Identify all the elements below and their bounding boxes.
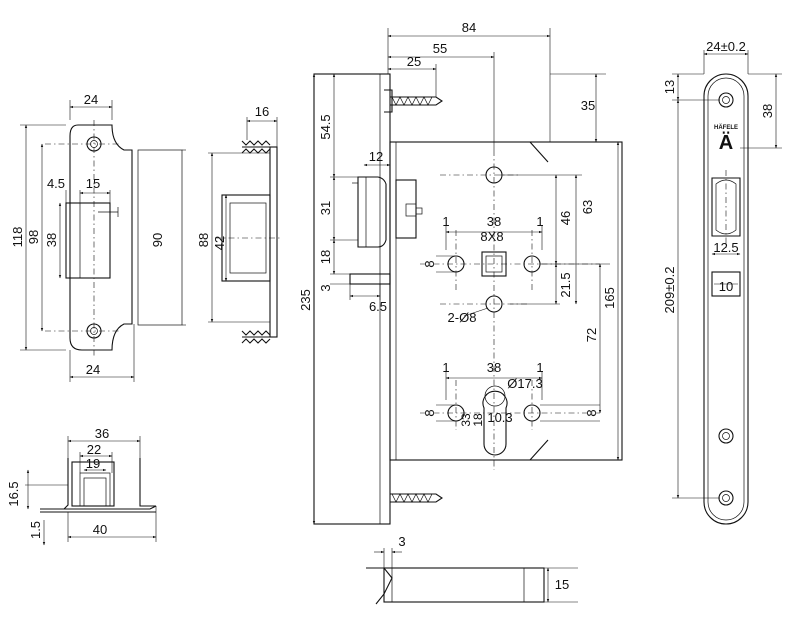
dim-31: 31 [318, 201, 333, 215]
dim-3: 3 [318, 284, 333, 291]
dim-55: 55 [433, 41, 447, 56]
dim-25: 25 [407, 54, 421, 69]
brand-logo: Ä [719, 131, 733, 154]
dim-side-width: 16 [255, 104, 269, 119]
dim-box-19: 19 [86, 456, 100, 471]
faceplate: HÄFELE Ä 24±0.2 13 38 209±0.2 12.5 10 [662, 39, 782, 525]
dim-box-22: 22 [87, 442, 101, 457]
dim-8x8: 8X8 [480, 229, 503, 244]
brand-text: HÄFELE [714, 124, 738, 131]
dim-18b: 18 [471, 413, 485, 427]
dim-lower-38: 38 [487, 360, 501, 375]
dim-box-36: 36 [95, 426, 109, 441]
dim-upper-1b: 1 [536, 214, 543, 229]
dim-10-3: 10.3 [487, 410, 512, 425]
dim-54-5: 54.5 [318, 114, 333, 139]
dim-latch-15: 15 [555, 577, 569, 592]
dim-18: 18 [318, 250, 333, 264]
dim-17-3: Ø17.3 [507, 376, 542, 391]
dim-12: 12 [369, 149, 383, 164]
dim-top-width: 24 [84, 92, 98, 107]
dim-21-5: 21.5 [558, 272, 573, 297]
strike-box-section: 36 22 19 16.5 1.5 40 [6, 426, 157, 546]
dim-face-sq: 10 [719, 279, 733, 294]
dim-upper-38: 38 [487, 214, 501, 229]
dim-165: 165 [602, 287, 617, 309]
dim-box-40: 40 [93, 522, 107, 537]
dim-height-hole: 98 [26, 230, 41, 244]
lock-body: 84 55 25 35 46 63 165 21.5 72 54.5 12 [298, 20, 623, 525]
dim-2-holes: 2-Ø8 [448, 310, 477, 325]
dim-side-height: 88 [196, 233, 211, 247]
dim-84: 84 [462, 20, 476, 35]
dim-235: 235 [298, 289, 313, 311]
dim-box-1-5: 1.5 [28, 521, 43, 539]
dim-face-slot: 12.5 [713, 240, 738, 255]
dim-lower-1a: 1 [442, 360, 449, 375]
dim-opening-width: 15 [86, 176, 100, 191]
dim-8b: 8 [422, 409, 437, 416]
dim-face-38: 38 [760, 104, 775, 118]
strike-plate-side: 16 88 42 [196, 104, 282, 344]
dim-35: 35 [581, 98, 595, 113]
dim-face-length: 209±0.2 [662, 267, 677, 314]
dim-8a: 8 [422, 260, 437, 267]
dim-upper-1a: 1 [442, 214, 449, 229]
dim-side-inner: 42 [212, 236, 227, 250]
dim-bottom-width: 24 [86, 362, 100, 377]
dim-face-13: 13 [662, 80, 677, 94]
dim-box-16-5: 16.5 [6, 481, 21, 506]
dim-side-height: 90 [150, 233, 165, 247]
dim-63: 63 [580, 200, 595, 214]
dim-face-width: 24±0.2 [706, 39, 746, 54]
dim-72: 72 [584, 328, 599, 342]
dim-latch-3: 3 [398, 534, 405, 549]
dim-6-5: 6.5 [369, 299, 387, 314]
dim-33: 33 [459, 413, 473, 427]
strike-plate-front: 24 118 98 38 4.5 15 90 24 [10, 92, 186, 382]
dim-offset: 4.5 [47, 176, 65, 191]
dim-46: 46 [558, 211, 573, 225]
latch-bottom-view: 3 15 [366, 534, 578, 605]
dim-height-outer: 118 [10, 227, 25, 248]
dim-8c: 8 [584, 409, 599, 416]
dim-opening-height: 38 [44, 233, 59, 247]
dim-lower-1b: 1 [536, 360, 543, 375]
